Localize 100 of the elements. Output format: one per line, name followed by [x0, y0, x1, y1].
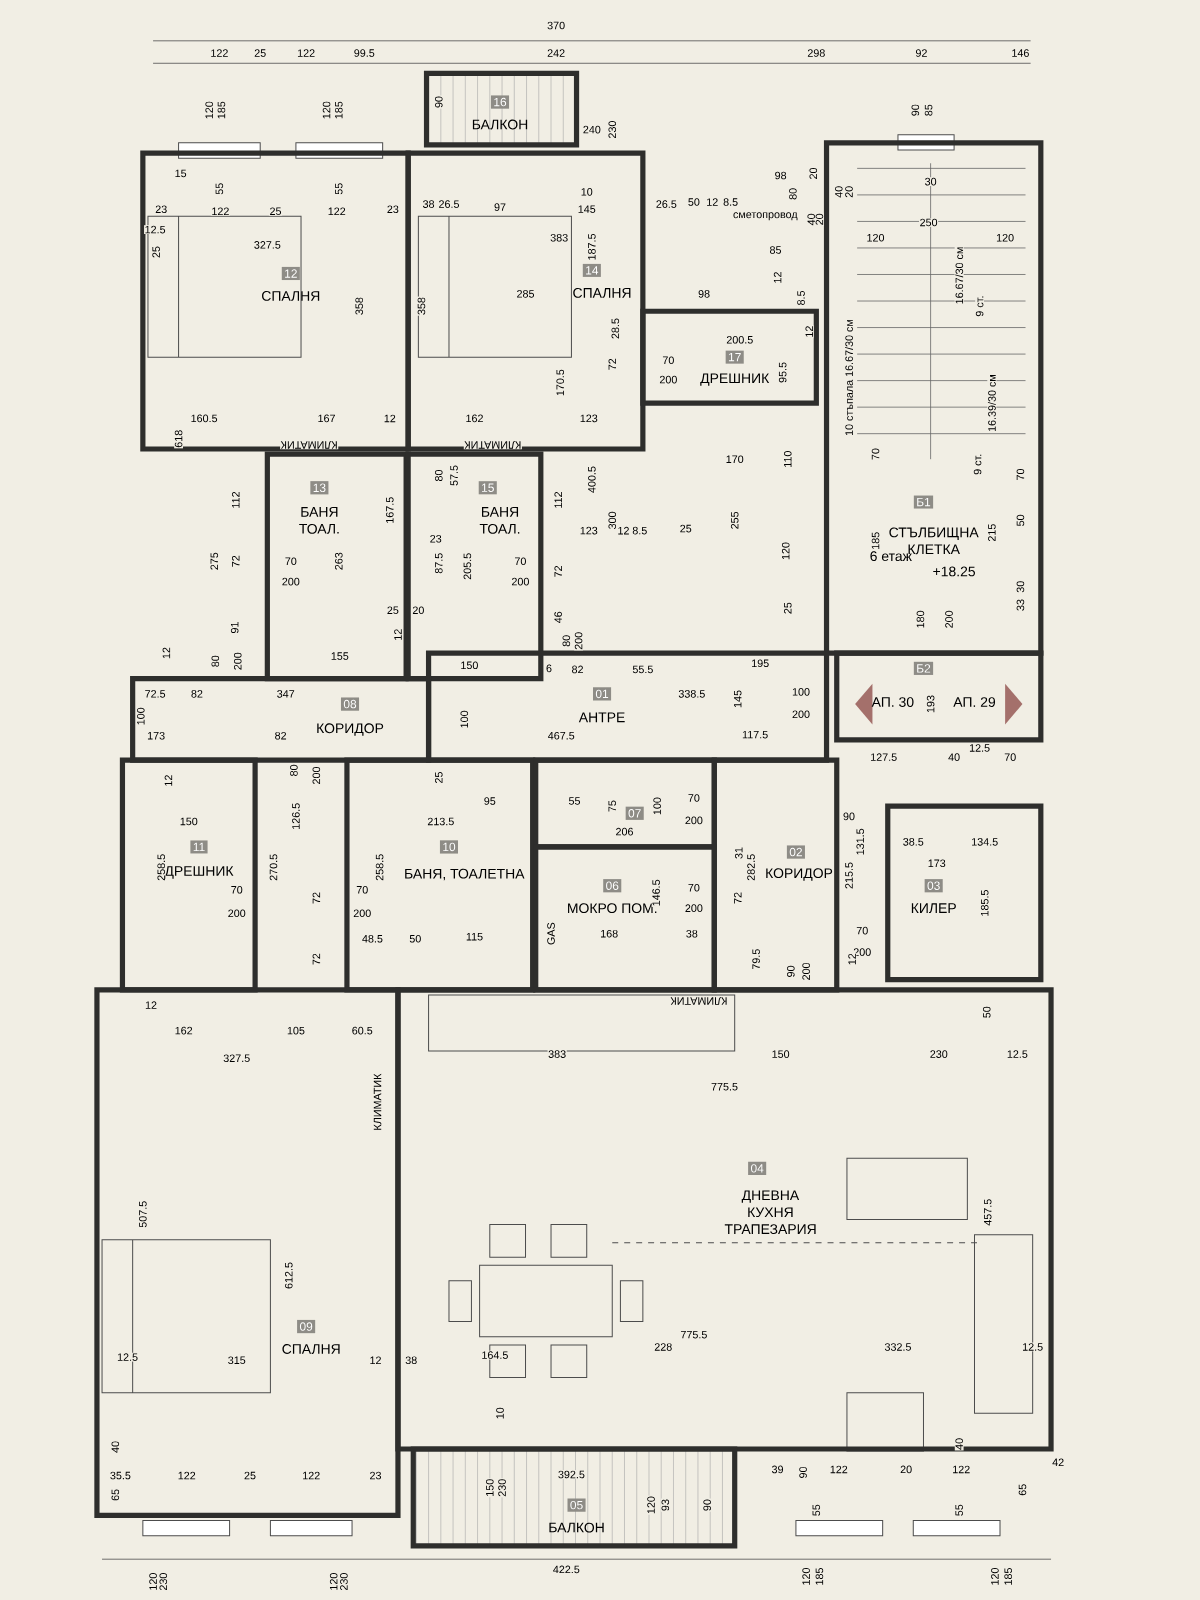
dimension-label: 85: [924, 103, 933, 117]
dimension-label: 12: [383, 414, 397, 423]
dimension-label: 12.5: [116, 1352, 139, 1362]
dimension-label: 72: [553, 564, 563, 578]
dimension-label: 200: [352, 908, 372, 918]
dimension-label: 20: [411, 605, 425, 615]
dimension-label: 185.5: [980, 889, 990, 918]
dimension-label: 120: [329, 1572, 339, 1592]
dimension-label: 9 ст.: [973, 453, 982, 476]
dimension-label: 23: [429, 534, 443, 544]
dimension-label: 100: [791, 687, 811, 697]
dimension-label: 40: [947, 752, 961, 762]
dimension-label: 30: [1016, 580, 1025, 594]
dimension-label: 298: [806, 48, 826, 58]
dimension-label: GAS: [546, 921, 556, 946]
dimension-label: 167.5: [385, 496, 395, 525]
dimension-label: 97: [493, 202, 507, 212]
dimension-label: 155: [330, 651, 350, 661]
dimension-label: 25: [151, 245, 161, 259]
dimension-label: 162: [464, 413, 485, 423]
dimension-label: 112: [553, 490, 563, 510]
dimension-label: 85: [768, 245, 783, 255]
dimension-label: 200: [658, 375, 678, 384]
room-name: БАЛКОН: [549, 1522, 604, 1533]
dimension-label: 270.5: [269, 853, 278, 882]
dimension-label: 70: [355, 885, 369, 895]
room-name: КИЛЕР: [911, 903, 956, 913]
dimension-label: 105: [286, 1026, 306, 1036]
dimension-label: 25: [679, 524, 693, 533]
dimension-label: 122: [951, 1465, 971, 1474]
dimension-label: 258.5: [156, 853, 166, 882]
dimension-label: 120: [204, 100, 214, 120]
dimension-label: 55: [334, 182, 344, 196]
dimension-label: КЛИМАТИК: [669, 996, 729, 1006]
dimension-label: 26.5: [655, 199, 678, 209]
dimension-label: 120: [322, 100, 331, 120]
dimension-label: 10 стъпала 16.67/30 см: [844, 318, 854, 437]
dimension-label: 25: [243, 1471, 257, 1480]
apartment-label: АП. 29: [953, 697, 996, 707]
dimension-label: 38: [404, 1355, 418, 1365]
dimension-label: 12: [368, 1355, 383, 1365]
dimension-label: 122: [829, 1465, 849, 1474]
dimension-label: 206: [614, 827, 635, 837]
dimension-label: 275: [209, 551, 219, 571]
dimension-label: 8.5: [631, 526, 648, 536]
dimension-label: 185: [815, 1566, 824, 1587]
dimension-label: 75: [607, 799, 617, 813]
dimension-label: 122: [296, 48, 316, 58]
room-name: СПАЛНЯ: [262, 291, 320, 301]
level-label: +18.25: [933, 566, 975, 577]
dimension-label: 150: [459, 660, 479, 670]
dimension-label: 33: [1016, 598, 1025, 612]
dimension-label: 400.5: [587, 465, 597, 494]
dimension-label: 12: [164, 774, 173, 788]
dimension-label: КЛИМАТИК: [373, 1073, 382, 1132]
dimension-label: 122: [301, 1471, 321, 1480]
dimension-label: 82: [274, 731, 288, 741]
dimension-label: 12.5: [1006, 1049, 1029, 1059]
dimension-label: 16.67/30 см: [954, 246, 964, 305]
dimension-label: 255: [730, 510, 740, 530]
dimension-label: 42: [1051, 1457, 1065, 1467]
dimension-label: 131.5: [855, 827, 865, 856]
dimension-label: 38: [685, 929, 699, 939]
dimension-label: 12: [616, 526, 631, 535]
dimension-label: 72: [311, 891, 321, 905]
dimension-label: 110: [783, 450, 793, 469]
dimension-label: КЛИМАТИК: [463, 440, 522, 450]
dimension-label: 213.5: [426, 817, 455, 826]
dimension-label: 120: [148, 1572, 158, 1592]
dimension-label: 55: [954, 1503, 964, 1517]
dimension-label: 16.39/30 см: [987, 373, 997, 433]
room-name: СПАЛНЯ: [282, 1344, 340, 1354]
dimension-label: 200: [801, 961, 811, 981]
room-number: 01: [593, 687, 612, 701]
dimension-label: 55: [567, 796, 582, 806]
room-name: БАНЯ ТОАЛ.: [479, 507, 520, 534]
dimension-label: 70: [284, 556, 298, 566]
dimension-label: 12: [847, 952, 857, 966]
dimension-label: 200: [227, 908, 247, 918]
dimension-label: 185: [871, 531, 880, 551]
dimension-label: 65: [1018, 1483, 1027, 1497]
dimension-label: 122: [327, 206, 347, 216]
room-number: 13: [310, 481, 329, 495]
dimension-label: 12: [705, 197, 719, 207]
dimension-label: 250: [919, 218, 939, 227]
dimension-label: 150: [485, 1478, 495, 1498]
dimension-label: 168: [599, 929, 619, 939]
dimension-label: 200.5: [725, 335, 754, 345]
dimension-label: 12.5: [1021, 1342, 1044, 1352]
dimension-label: 117.5: [741, 730, 769, 740]
dimension-label: 40: [110, 1440, 120, 1454]
dimension-label: 205.5: [462, 552, 472, 581]
dimension-label: 358: [417, 296, 426, 316]
dimension-label: 162: [174, 1026, 194, 1036]
dimension-label: 392.5: [557, 1470, 586, 1479]
dimension-label: 300: [607, 510, 617, 530]
dimension-label: 20: [844, 185, 854, 199]
dimension-label: 39: [770, 1465, 785, 1474]
dimension-label: 146: [1010, 48, 1030, 58]
room-name: СПАЛНЯ: [573, 287, 631, 298]
